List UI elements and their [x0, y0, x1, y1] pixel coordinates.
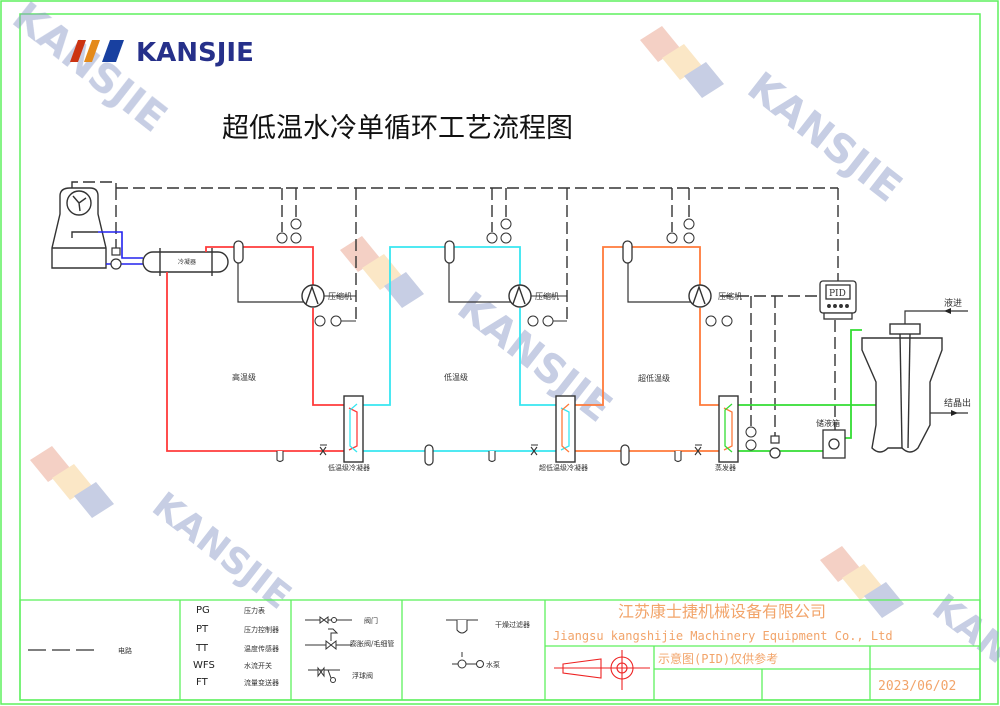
receivers	[424, 444, 630, 466]
pid-note: 示意图(PID)仅供参考	[658, 651, 778, 666]
expansion-valve-icon	[305, 628, 352, 651]
drawing-date: 2023/06/02	[878, 679, 956, 694]
compressor-ultra-low	[688, 284, 712, 308]
abbr-code: WFS	[193, 660, 215, 671]
abbr-desc: 温度传感器	[244, 644, 279, 653]
high-stage-refrigerant-lines	[166, 246, 344, 452]
legend-electrical: 电路	[28, 646, 132, 655]
ultra-low-stage-refrigerant-lines	[570, 246, 719, 452]
abbr-desc: 水流开关	[244, 661, 272, 670]
abbr-code: TT	[195, 643, 209, 654]
compressor-label-ultra-low: 压缩机	[718, 291, 742, 301]
storage-tank-label: 储液箱	[816, 418, 840, 428]
logo-stripe-blue	[102, 40, 124, 62]
watermark-text: KANSJIE	[4, 0, 175, 142]
crystallizer-tank	[861, 323, 943, 453]
low-stage-refrigerant-lines	[357, 246, 556, 452]
low-stage-condenser-label: 低温级冷凝器	[328, 463, 370, 472]
logo-stripe-red	[70, 40, 86, 62]
legend-abbreviations: PG 压力表 PT 压力控制器 TT 温度传感器 WFS 水流开关 FT 流量变…	[193, 605, 279, 688]
legend-grid	[19, 599, 981, 701]
legend-valves	[305, 616, 352, 683]
compressor-label-high: 压缩机	[328, 291, 352, 301]
legend-float-valve-label: 浮球阀	[352, 671, 373, 680]
pid-display: PID	[829, 289, 846, 299]
stage-label-low: 低温级	[444, 372, 468, 382]
logo-stripe-orange	[84, 40, 100, 62]
compressor-label-low: 压缩机	[535, 291, 559, 301]
diagram-title: 超低温水冷单循环工艺流程图	[222, 113, 573, 144]
cooling-tower	[51, 187, 107, 269]
liquid-in-line	[904, 310, 968, 324]
cascade-exchangers	[343, 395, 739, 463]
pressure-gauges	[276, 218, 757, 451]
abbr-code: FT	[196, 677, 209, 688]
high-stage-suction-line	[237, 252, 313, 303]
dryer-filters	[276, 451, 682, 463]
legend-water-pump-label: 水泵	[486, 660, 500, 669]
expansion-valves	[319, 444, 702, 456]
brand-name: KANSJIE	[136, 38, 254, 68]
crystal-out-arrow-icon	[951, 410, 958, 416]
pid-controller[interactable]	[819, 280, 857, 320]
ultra-low-stage-condenser	[555, 395, 576, 463]
legend-dryer-filter-label: 干燥过滤器	[495, 620, 530, 629]
storage-tank	[822, 429, 846, 459]
cooling-water-pump	[110, 247, 122, 270]
brine-pump	[769, 435, 781, 459]
watermark-text: KANSJIE	[739, 64, 910, 212]
low-stage-suction-line	[448, 252, 520, 303]
evaporator	[718, 395, 739, 463]
electrical-lines	[71, 181, 839, 436]
abbr-desc: 压力控制器	[244, 625, 279, 634]
watermark-text: KANSJIE	[449, 284, 620, 432]
abbr-desc: 流量变送器	[244, 678, 279, 687]
abbr-desc: 压力表	[244, 606, 265, 615]
valve-icon	[305, 616, 352, 624]
liquid-in-arrow-icon	[944, 308, 951, 314]
legend-expansion-valve-label: 膨胀阀/毛细管	[350, 639, 394, 648]
watermark-text: KANSJIE	[144, 485, 298, 618]
legend-valve-label: 阀门	[364, 616, 378, 625]
evaporator-label: 蒸发器	[715, 463, 736, 472]
stage-label-ultra-low: 超低温级	[638, 373, 670, 383]
liquid-in-label: 液进	[944, 297, 962, 309]
condenser-label: 冷凝器	[178, 258, 196, 266]
ultra-low-stage-condenser-label: 超低温级冷凝器	[539, 463, 588, 472]
compressor-high	[301, 284, 325, 308]
company-name-cn: 江苏康士捷机械设备有限公司	[618, 602, 826, 621]
legend-others	[446, 619, 484, 669]
compressor-group	[301, 284, 712, 308]
crystal-out-label: 结晶出	[944, 397, 971, 409]
abbr-code: PT	[196, 624, 209, 635]
compressor-low	[508, 284, 532, 308]
projection-symbol-icon	[554, 650, 650, 690]
dryer-filter-icon	[446, 619, 478, 634]
main-condenser	[142, 248, 229, 276]
brand-logo: KANSJIE	[70, 38, 254, 68]
abbr-code: PG	[196, 605, 210, 616]
ultra-low-stage-suction-line	[627, 252, 700, 303]
legend-electrical-label: 电路	[118, 646, 132, 655]
company-name-en: Jiangsu kangshijie Machinery Equipment C…	[553, 629, 893, 643]
float-valve-icon	[308, 666, 340, 683]
oil-separators	[233, 240, 633, 264]
stage-label-high: 高温级	[232, 372, 256, 382]
water-pump-icon	[452, 652, 484, 669]
low-stage-condenser	[343, 395, 364, 463]
